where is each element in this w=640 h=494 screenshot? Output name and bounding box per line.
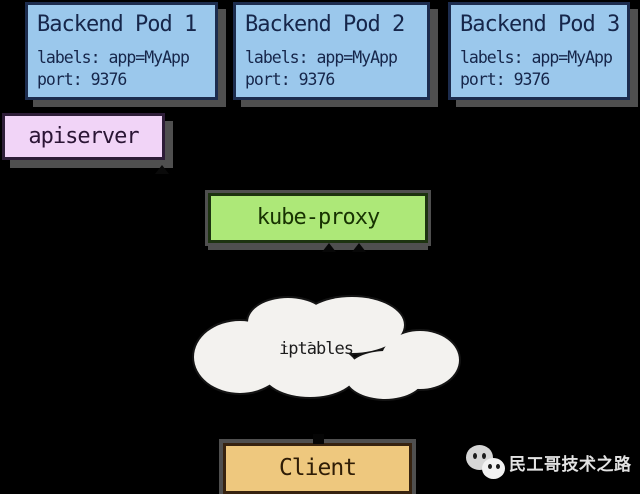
backend-pod-1-title: Backend Pod 1 [37,12,197,37]
apiserver-box: apiserver [2,113,165,160]
backend-pod-3-title: Backend Pod 3 [460,12,620,37]
wechat-icon [464,442,506,482]
client-label: Client [278,455,357,481]
backend-pod-2-title: Backend Pod 2 [245,12,405,37]
backend-pod-3-port: port: 9376 [460,70,550,89]
watermark-text: 民工哥技术之路 [509,454,632,475]
backend-pod-2-box: Backend Pod 2 labels: app=MyApp port: 93… [233,2,430,100]
kube-proxy-label: kube-proxy [256,205,380,230]
arrowhead-up-icon [322,243,336,252]
client-box: Client [219,439,416,494]
backend-pod-1-port: port: 9376 [37,70,127,89]
arrowhead-up-icon [155,165,169,174]
backend-pod-1-labels: labels: app=MyApp [37,48,190,67]
iptables-cloud: iptables [190,294,462,404]
backend-pod-2-labels: labels: app=MyApp [245,48,398,67]
kube-proxy-box: kube-proxy [205,190,431,246]
backend-pod-1-box: Backend Pod 1 labels: app=MyApp port: 93… [25,2,218,100]
arrow-notch [313,434,324,444]
arrowhead-up-icon [352,243,366,252]
backend-pod-2-port: port: 9376 [245,70,335,89]
wechat-bubble-small [482,458,505,479]
backend-pod-3-labels: labels: app=MyApp [460,48,613,67]
watermark: 民工哥技术之路 [464,441,632,483]
cloud-icon: iptables [192,295,461,401]
backend-pod-3-box: Backend Pod 3 labels: app=MyApp port: 93… [448,2,630,100]
iptables-label: iptables [279,339,353,359]
apiserver-label: apiserver [28,124,139,149]
